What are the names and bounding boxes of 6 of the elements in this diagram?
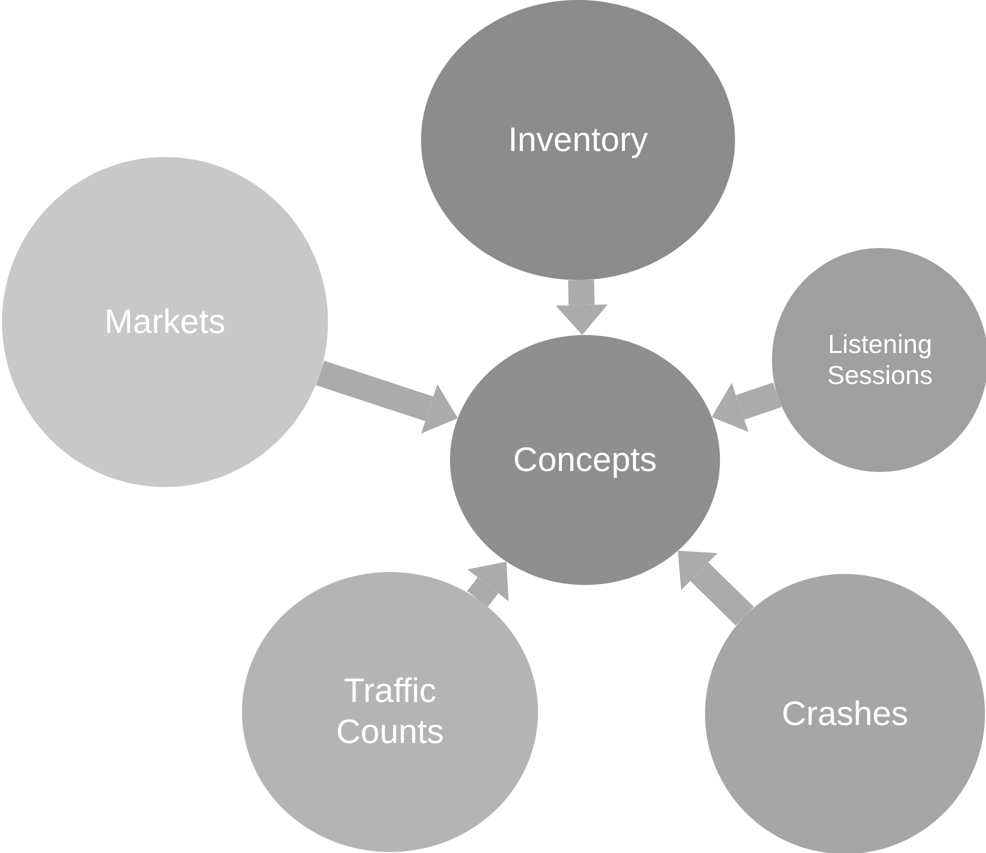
node-label: Traffic Counts xyxy=(335,671,445,753)
node-label: Concepts xyxy=(513,440,657,480)
block-arrow xyxy=(556,280,608,336)
node-label: Inventory xyxy=(508,120,648,160)
node-label: Crashes xyxy=(782,694,908,734)
node-label: Listening Sessions xyxy=(826,328,934,392)
